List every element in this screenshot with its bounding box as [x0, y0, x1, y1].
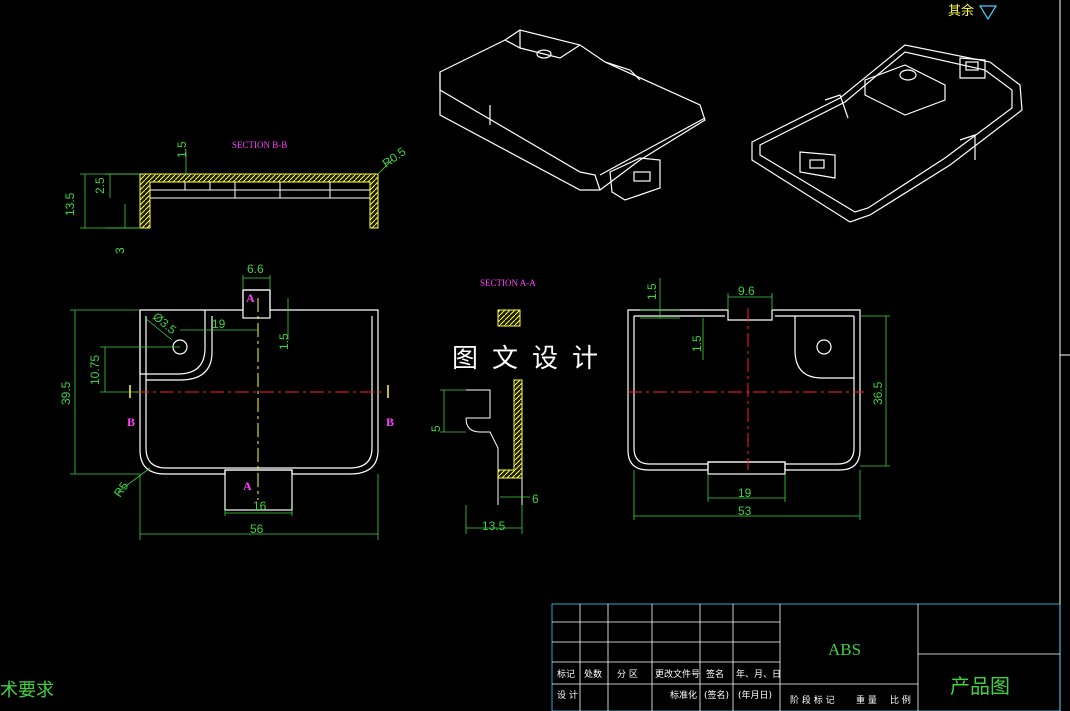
iso-view-open	[751, 44, 1023, 223]
marker-a-top: A	[246, 291, 255, 305]
title-header-row: 标记 处数 分 区 更改文件号 签名 年、月、日	[557, 668, 781, 680]
dim-bottom-height: 36.5	[871, 381, 885, 405]
weight-label: 重 量	[856, 694, 877, 706]
header-count: 处数	[584, 668, 602, 680]
dim-overall-width: 56	[250, 522, 264, 536]
section-aa-profile	[465, 309, 523, 505]
dim-bottom-notch: 19	[738, 486, 752, 500]
section-bb-dims	[80, 150, 393, 229]
dim-bb-thickness: 1.5	[175, 141, 189, 158]
header-signature: 签名	[706, 668, 724, 680]
dim-bottom-tab: 16	[253, 499, 267, 513]
drawing-name: 产品图	[950, 674, 1010, 698]
dim-hole-x: 19	[212, 317, 226, 331]
dim-hole-y: 10.75	[88, 355, 102, 385]
bottom-view-dims	[633, 278, 890, 520]
dim-corner-radius: R5	[111, 479, 131, 500]
tech-requirements-label: 术要求	[0, 680, 54, 701]
dim-bb-bottom: 3	[113, 247, 127, 254]
section-aa-dims	[440, 389, 530, 534]
watermark-text: 图文设计	[452, 344, 613, 374]
sign-placeholder: (签名)	[704, 689, 729, 701]
dim-hole-dia: Ø3.5	[150, 310, 179, 338]
dim-bottom-gap-2: 1.5	[690, 335, 704, 352]
marker-b-left: B	[127, 415, 135, 429]
marker-a-bottom: A	[243, 479, 252, 493]
design-label: 设 计	[557, 689, 578, 701]
other-roughness-note: 其余	[948, 3, 974, 19]
header-change-doc: 更改文件号	[655, 668, 700, 680]
title-design-row: 设 计 标准化 (签名) (年月日)	[557, 689, 772, 701]
title-block-grid	[551, 603, 1061, 711]
dim-aa-depth: 13.5	[482, 519, 506, 533]
iso-view-closed	[439, 29, 706, 201]
date-placeholder: (年月日)	[738, 689, 772, 701]
scale-label: 比 例	[890, 694, 911, 706]
title-stage-row: 阶 段 标 记 重 量 比 例	[790, 694, 911, 706]
stage-mark-label: 阶 段 标 记	[790, 694, 835, 706]
header-date: 年、月、日	[736, 668, 781, 680]
dim-wall-top: 1.5	[277, 333, 291, 350]
header-zone: 分 区	[617, 669, 638, 680]
dim-overall-height: 39.5	[59, 381, 73, 405]
section-bb-title: SECTION B-B	[232, 140, 287, 150]
standardization-label: 标准化	[670, 689, 697, 701]
dim-bottom-slot: 9.6	[738, 284, 755, 298]
section-bb-profile	[139, 173, 379, 229]
dim-bottom-width: 53	[738, 504, 752, 518]
dim-top-tab: 6.6	[247, 262, 264, 276]
roughness-symbol-icon	[978, 5, 998, 21]
dim-bottom-gap-1: 1.5	[645, 283, 659, 300]
dim-aa-clip: 5	[429, 425, 443, 432]
section-aa-title: SECTION A-A	[480, 278, 536, 288]
marker-b-right: B	[386, 415, 394, 429]
dim-bb-height-total: 13.5	[63, 192, 77, 216]
bottom-view-outline	[627, 309, 861, 475]
dim-bb-radius: R0.5	[380, 144, 409, 170]
dim-bb-step: 2.5	[93, 177, 107, 194]
front-view-dims	[70, 275, 379, 540]
header-mark: 标记	[557, 668, 575, 680]
dim-aa-foot: 6	[532, 492, 539, 506]
material-label: ABS	[828, 640, 861, 659]
front-view-outline	[139, 289, 379, 511]
